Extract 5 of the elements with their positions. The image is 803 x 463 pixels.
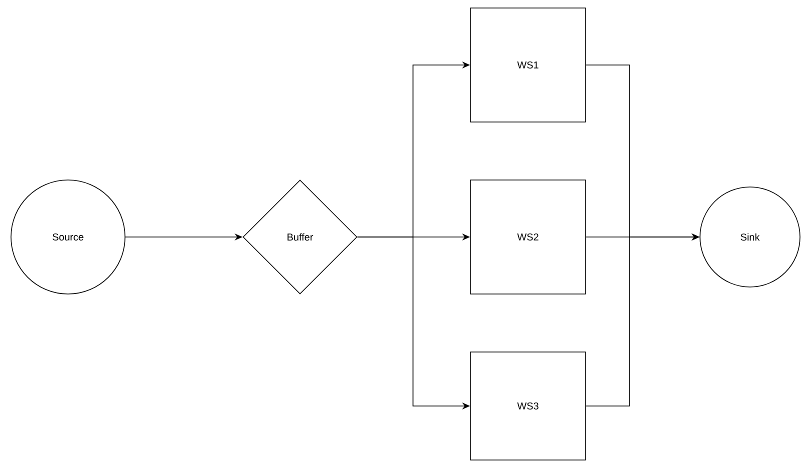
circle-node: Sink bbox=[700, 186, 800, 288]
circle-node: Source bbox=[10, 180, 126, 294]
process-box: WS2 bbox=[470, 180, 586, 294]
process-box: WS1 bbox=[470, 8, 586, 122]
process-box: WS3 bbox=[470, 352, 586, 460]
